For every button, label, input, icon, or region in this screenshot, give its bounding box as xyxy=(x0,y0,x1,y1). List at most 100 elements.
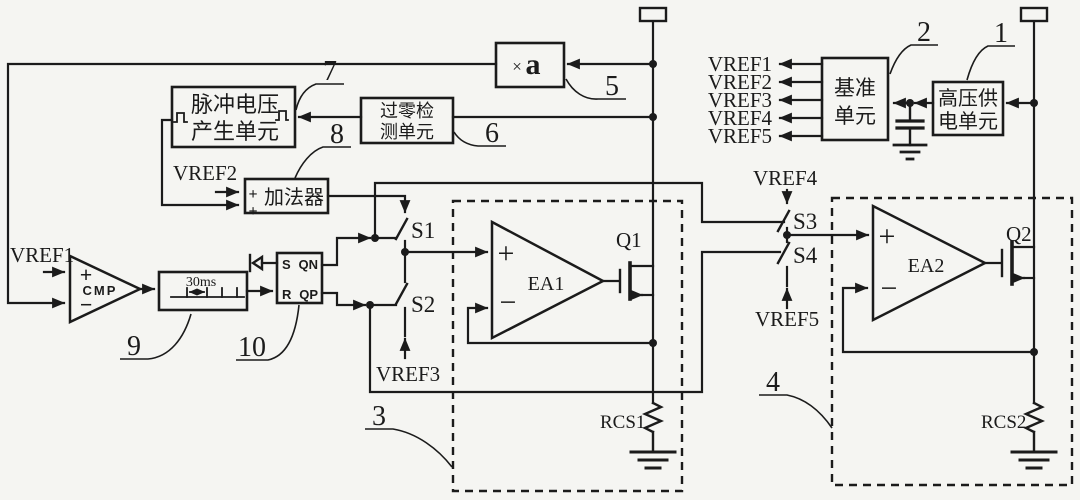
wire-adder-s1 xyxy=(326,194,411,214)
wires xyxy=(6,19,1036,405)
delay-box xyxy=(157,270,249,312)
hv-supply-label-1: 高压供 xyxy=(938,87,998,110)
vref4-out-label: VREF4 xyxy=(708,106,773,130)
ref-num-7: 7 xyxy=(323,56,337,87)
vref2-out-label: VREF2 xyxy=(708,70,772,94)
wire-ea1-feedback xyxy=(466,302,655,345)
labels: 脉冲电压 产生单元 过零检 测单元 加法器 × a 基准 单元 高压供 电单元 … xyxy=(10,48,1032,433)
zero-cross-label-2: 测单元 xyxy=(380,122,434,142)
ea2-minus: − xyxy=(881,272,898,305)
junction-dot xyxy=(783,231,791,239)
ref-num-6: 6 xyxy=(485,118,499,149)
flipflop-box xyxy=(275,251,324,305)
pulse-glyph-icon xyxy=(275,110,289,121)
devices xyxy=(68,6,1058,470)
s4-label: S4 xyxy=(793,243,818,268)
pulse-glyph-icon xyxy=(173,112,188,123)
ref-num-1: 1 xyxy=(994,18,1008,49)
hv-supply-label-2: 电单元 xyxy=(938,110,998,133)
leader-4 xyxy=(759,394,833,429)
terminal-pad-icon xyxy=(638,6,668,23)
adder-box xyxy=(243,177,330,215)
q1-label: Q1 xyxy=(616,228,642,252)
ref-num-10: 10 xyxy=(238,332,266,363)
leader-5 xyxy=(565,78,626,100)
ref-num-5: 5 xyxy=(605,71,619,102)
s1-label: S1 xyxy=(411,218,435,243)
switch-s2-blade xyxy=(394,282,409,306)
pulse-unit-box xyxy=(170,85,297,149)
vref3-out-label: VREF3 xyxy=(708,88,772,112)
leader-1 xyxy=(966,45,1015,81)
resistor-rcs1-icon xyxy=(642,401,664,454)
vref1-out-label: VREF1 xyxy=(708,52,772,76)
cmp-plus: + xyxy=(80,262,93,287)
ref-num-3: 3 xyxy=(372,401,386,432)
stage1-dashed-box xyxy=(451,199,684,493)
wire-xa-to-cmp xyxy=(6,62,498,309)
adder-plus-2: + xyxy=(248,203,257,220)
mosfet-q1-icon xyxy=(618,261,632,301)
leader-3 xyxy=(365,428,453,468)
block-boxes xyxy=(157,41,1005,312)
vref5-s4-label: VREF5 xyxy=(755,307,819,331)
junction-dot xyxy=(371,234,379,242)
ea1-label: EA1 xyxy=(528,273,565,295)
wire-pulse-adder xyxy=(160,118,240,211)
leader-8 xyxy=(294,146,351,179)
ea1-minus: − xyxy=(500,286,517,319)
hv-supply-box xyxy=(931,80,1005,137)
reference-numerals: 1 2 5 6 7 8 9 10 3 4 xyxy=(120,17,1015,468)
ea1-plus: + xyxy=(498,237,515,270)
ref-num-4: 4 xyxy=(766,367,780,398)
ground-icon xyxy=(1010,450,1058,470)
ea2-plus: + xyxy=(879,220,896,253)
switch-s4-blade xyxy=(776,241,791,265)
adder-label: 加法器 xyxy=(264,186,324,209)
adder-plus-1: + xyxy=(248,186,257,203)
ref-num-9: 9 xyxy=(127,331,141,362)
leader-9 xyxy=(120,313,192,360)
ea2-triangle xyxy=(871,203,988,323)
leader-7 xyxy=(295,83,344,111)
leader-10 xyxy=(236,304,300,361)
ea1-triangle xyxy=(490,219,606,341)
zero-cross-label-1: 过零检 xyxy=(380,101,434,121)
wire-qn-to-s3 xyxy=(373,181,786,240)
reference-unit-box xyxy=(820,56,890,142)
multiplier-gain: a xyxy=(526,48,541,81)
junction-dot xyxy=(906,99,914,107)
junction-dot xyxy=(401,248,409,256)
s3-label: S3 xyxy=(793,209,817,234)
wire-qp-to-s4 xyxy=(368,250,782,394)
switch-s1-blade xyxy=(394,217,409,241)
cmp-minus: − xyxy=(80,292,93,317)
rcs2-label: RCS2 xyxy=(981,412,1026,433)
ground-icon xyxy=(892,143,928,161)
junction-dot xyxy=(1030,99,1038,107)
pulse-unit-label-1: 脉冲电压 xyxy=(191,92,279,117)
leader-6 xyxy=(453,131,506,147)
ff-pin-qp: QP xyxy=(299,287,318,302)
multiplier-box xyxy=(494,41,566,89)
delay-label: 30ms xyxy=(186,275,216,290)
junction-dot xyxy=(1030,348,1038,356)
junction-dot xyxy=(649,339,657,347)
reference-unit-label-2: 单元 xyxy=(834,105,876,128)
pulse-unit-label-2: 产生单元 xyxy=(191,119,279,144)
ff-pin-s: S xyxy=(282,257,291,272)
ground-icon xyxy=(629,450,677,470)
ref-num-8: 8 xyxy=(330,119,344,150)
resistor-rcs2-icon xyxy=(1023,401,1045,454)
s2-label: S2 xyxy=(411,292,435,317)
junction-dot xyxy=(649,113,657,121)
junction-dot xyxy=(649,60,657,68)
ea2-label: EA2 xyxy=(908,255,945,277)
capacitor-icon xyxy=(895,101,925,147)
comparator-label: CMP xyxy=(83,283,118,298)
ff-pin-qn: QN xyxy=(299,257,319,272)
comparator-triangle xyxy=(68,254,143,324)
rcs1-label: RCS1 xyxy=(600,412,645,433)
